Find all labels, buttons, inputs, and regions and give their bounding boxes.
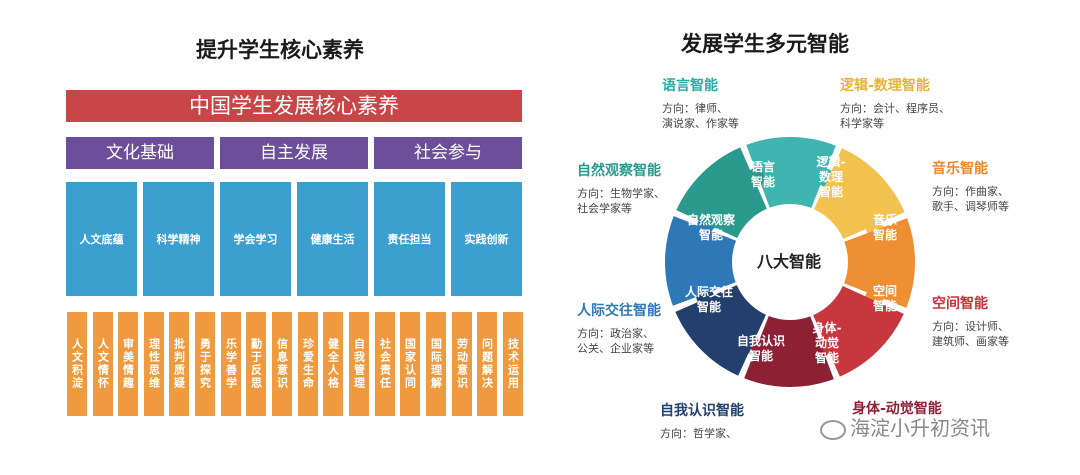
point-box: 审美情趣 — [118, 312, 138, 416]
ring-segment — [744, 315, 834, 388]
point-box: 健全人格 — [323, 312, 343, 416]
intel-logic: 逻辑-数理智能 方向：会计、程序员、 科学家等 — [840, 75, 950, 131]
ring-segment — [843, 218, 916, 308]
intel-desc: 方向：设计师、 — [932, 320, 1009, 333]
intel-title: 人际交往智能 — [577, 303, 661, 319]
ring-segment — [746, 136, 836, 209]
intel-space: 空间智能 方向：设计师、 建筑师、画家等 — [932, 293, 1009, 349]
segment-label: 自我认识智能 — [736, 334, 785, 363]
ring-segment — [813, 286, 904, 377]
intel-title: 自然观察智能 — [577, 163, 661, 179]
intel-desc: 方向：政治家、 — [577, 327, 654, 340]
point-box: 信息意识 — [272, 312, 292, 416]
quality-box: 健康生活 — [297, 182, 368, 296]
category-social: 社会参与 — [374, 137, 522, 169]
ring-segment — [814, 148, 905, 239]
point-box: 自我管理 — [349, 312, 369, 416]
intel-music: 音乐智能 方向：作曲家、 歌手、调琴师等 — [932, 158, 1009, 214]
point-box: 人文情怀 — [93, 312, 113, 416]
intel-title: 逻辑-数理智能 — [840, 78, 930, 94]
category-autonomy: 自主发展 — [220, 137, 368, 169]
intel-title: 身体-动觉智能 — [852, 401, 942, 417]
ring-segment — [676, 147, 767, 238]
right-title: 发展学生多元智能 — [681, 32, 849, 56]
intel-title: 语言智能 — [662, 78, 718, 94]
intel-desc: 科学家等 — [840, 117, 884, 130]
watermark: 海淀小升初资讯 — [820, 412, 990, 441]
point-box: 劳动意识 — [452, 312, 472, 416]
point-box: 理性思维 — [144, 312, 164, 416]
intel-desc: 歌手、调琴师等 — [932, 200, 1009, 213]
quality-box: 人文底蕴 — [66, 182, 137, 296]
intel-desc: 方向：哲学家、 — [660, 427, 737, 440]
intel-desc: 方向：律师、 — [662, 102, 728, 115]
intel-nature: 自然观察智能 方向：生物学家、 社会学家等 — [577, 160, 665, 216]
intel-desc: 方向：作曲家、 — [932, 185, 1009, 198]
category-culture: 文化基础 — [66, 137, 214, 169]
point-box: 技术运用 — [503, 312, 523, 416]
intel-title: 空间智能 — [932, 296, 988, 312]
segment-label: 空间智能 — [872, 284, 897, 313]
intel-title: 音乐智能 — [932, 161, 988, 177]
point-box: 社会责任 — [375, 312, 395, 416]
point-box: 国家认同 — [400, 312, 420, 416]
intel-interpersonal: 人际交往智能 方向：政治家、 公关、企业家等 — [577, 300, 661, 356]
point-box: 国际理解 — [426, 312, 446, 416]
intel-desc: 方向：生物学家、 — [577, 187, 665, 200]
intel-desc: 演说家、作家等 — [662, 117, 739, 130]
point-box: 勤于反思 — [246, 312, 266, 416]
intel-desc: 方向：会计、程序员、 — [840, 102, 950, 115]
segment-label: 自然观察智能 — [686, 213, 735, 242]
intel-desc: 社会学家等 — [577, 202, 632, 215]
point-box: 珍爱生命 — [298, 312, 318, 416]
segment-label: 逻辑-数理智能 — [816, 155, 846, 199]
intel-desc: 建筑师、画家等 — [932, 335, 1009, 348]
intel-self: 自我认识智能 方向：哲学家、 — [660, 400, 744, 441]
wechat-icon — [820, 419, 846, 440]
ring-segment — [675, 285, 766, 376]
center-label: 八大智能 — [756, 252, 821, 271]
ring-segment — [665, 216, 737, 306]
point-box: 人文积淀 — [67, 312, 87, 416]
point-box: 乐学善学 — [221, 312, 241, 416]
ring-center — [734, 206, 846, 318]
point-box: 批判质疑 — [169, 312, 189, 416]
segment-label: 身体-动觉智能 — [812, 321, 842, 365]
segment-label: 人际交往智能 — [684, 285, 733, 314]
intel-desc: 公关、企业家等 — [577, 342, 654, 355]
puzzle-knob — [746, 168, 765, 187]
point-box: 问题解决 — [477, 312, 497, 416]
intel-language: 语言智能 方向：律师、 演说家、作家等 — [662, 75, 739, 131]
quality-box: 学会学习 — [220, 182, 291, 296]
core-literacy-banner: 中国学生发展核心素养 — [66, 90, 522, 122]
segment-label: 语言智能 — [750, 160, 775, 189]
quality-box: 责任担当 — [374, 182, 445, 296]
quality-box: 科学精神 — [143, 182, 214, 296]
left-title: 提升学生核心素养 — [196, 38, 364, 62]
intel-body: 身体-动觉智能 — [852, 398, 942, 418]
point-box: 勇于探究 — [195, 312, 215, 416]
watermark-text: 海淀小升初资讯 — [850, 416, 990, 440]
segment-label: 音乐智能 — [872, 213, 897, 242]
intel-title: 自我认识智能 — [660, 403, 744, 419]
quality-box: 实践创新 — [451, 182, 522, 296]
